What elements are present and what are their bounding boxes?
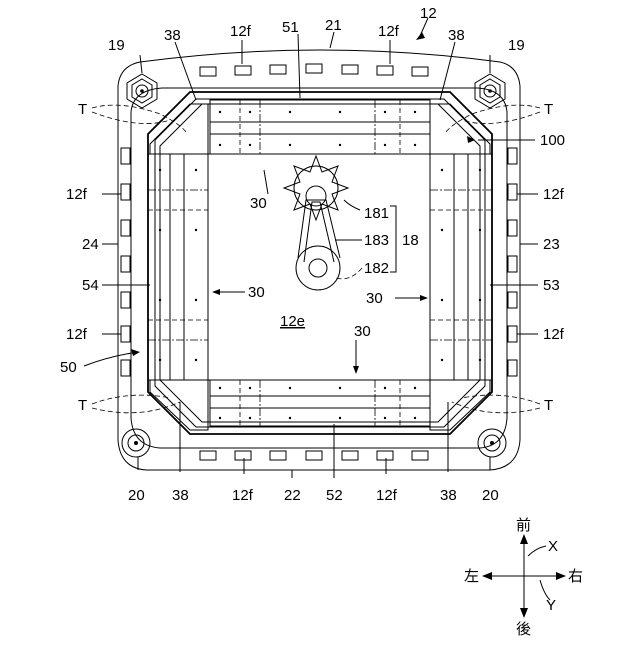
label-24: 24 xyxy=(82,236,99,253)
label-12: 12 xyxy=(420,5,437,22)
label-50: 50 xyxy=(60,359,77,376)
bolt-left xyxy=(122,429,150,457)
label-12e: 12e xyxy=(280,313,305,330)
label-100: 100 xyxy=(540,132,565,149)
hex-nut-left xyxy=(127,74,157,108)
label-30-rotor: 30 xyxy=(250,195,267,212)
slots-top xyxy=(200,64,428,76)
rotor-assembly xyxy=(284,156,348,290)
label-T-bottom-right: T xyxy=(544,397,553,414)
arrow-right-icon xyxy=(556,572,566,580)
label-T-top-left: T xyxy=(78,101,87,118)
corner-pieces xyxy=(150,104,490,430)
label-23: 23 xyxy=(543,236,560,253)
label-20-left: 20 xyxy=(128,487,145,504)
frame-outer-octagon xyxy=(148,92,492,434)
label-30-bottom: 30 xyxy=(354,323,371,340)
axis-y-label: Y xyxy=(546,597,556,614)
axis-x-label: X xyxy=(548,538,558,555)
label-20-right: 20 xyxy=(482,487,499,504)
arrow-down-icon xyxy=(520,608,528,618)
label-12f-right-1: 12f xyxy=(543,186,565,203)
label-18: 18 xyxy=(402,232,419,249)
arrow-left-icon xyxy=(482,572,492,580)
label-12f-left-1: 12f xyxy=(66,186,88,203)
cover-plate-left xyxy=(148,154,208,380)
cover-plate-bottom xyxy=(210,380,430,426)
label-21: 21 xyxy=(325,17,342,34)
label-12f-top-right: 12f xyxy=(378,23,400,40)
label-19-left: 19 xyxy=(108,37,125,54)
label-183: 183 xyxy=(364,232,389,249)
label-52: 52 xyxy=(326,487,343,504)
label-53: 53 xyxy=(543,277,560,294)
slots-left xyxy=(121,148,130,376)
label-30-right: 30 xyxy=(366,290,383,307)
label-19-right: 19 xyxy=(508,37,525,54)
label-38-bottom-left: 38 xyxy=(172,487,189,504)
bolt-right xyxy=(478,429,506,457)
hex-nut-right xyxy=(475,74,505,108)
label-22: 22 xyxy=(284,487,301,504)
screw-holes xyxy=(159,111,481,419)
slots-bottom xyxy=(200,451,428,460)
direction-compass: 前 後 左 右 X Y xyxy=(464,516,583,638)
arrow-up-icon xyxy=(520,534,528,544)
label-12f-left-2: 12f xyxy=(66,326,88,343)
label-12f-right-2: 12f xyxy=(543,326,565,343)
cover-plate-right xyxy=(430,154,492,380)
label-182: 182 xyxy=(364,260,389,277)
label-181: 181 xyxy=(364,205,389,222)
label-38-top-right: 38 xyxy=(448,27,465,44)
direction-right-label: 右 xyxy=(568,567,583,585)
label-12f-bottom-right: 12f xyxy=(376,487,398,504)
label-30-left: 30 xyxy=(248,284,265,301)
label-38-bottom-right: 38 xyxy=(440,487,457,504)
label-12f-top-left: 12f xyxy=(230,23,252,40)
label-12f-bottom-left: 12f xyxy=(232,487,254,504)
label-38-top-left: 38 xyxy=(164,27,181,44)
label-54: 54 xyxy=(82,277,99,294)
label-51: 51 xyxy=(282,19,299,36)
frame-inner-octagon xyxy=(155,99,485,427)
direction-left-label: 左 xyxy=(464,567,479,585)
direction-back-label: 後 xyxy=(516,620,531,638)
label-T-bottom-left: T xyxy=(78,397,87,414)
cover-plate-top xyxy=(210,100,430,154)
central-chamber xyxy=(208,154,430,380)
housing-inner-rim xyxy=(131,88,507,448)
direction-front-label: 前 xyxy=(516,516,531,534)
slots-right xyxy=(508,148,517,376)
label-T-top-right: T xyxy=(544,101,553,118)
